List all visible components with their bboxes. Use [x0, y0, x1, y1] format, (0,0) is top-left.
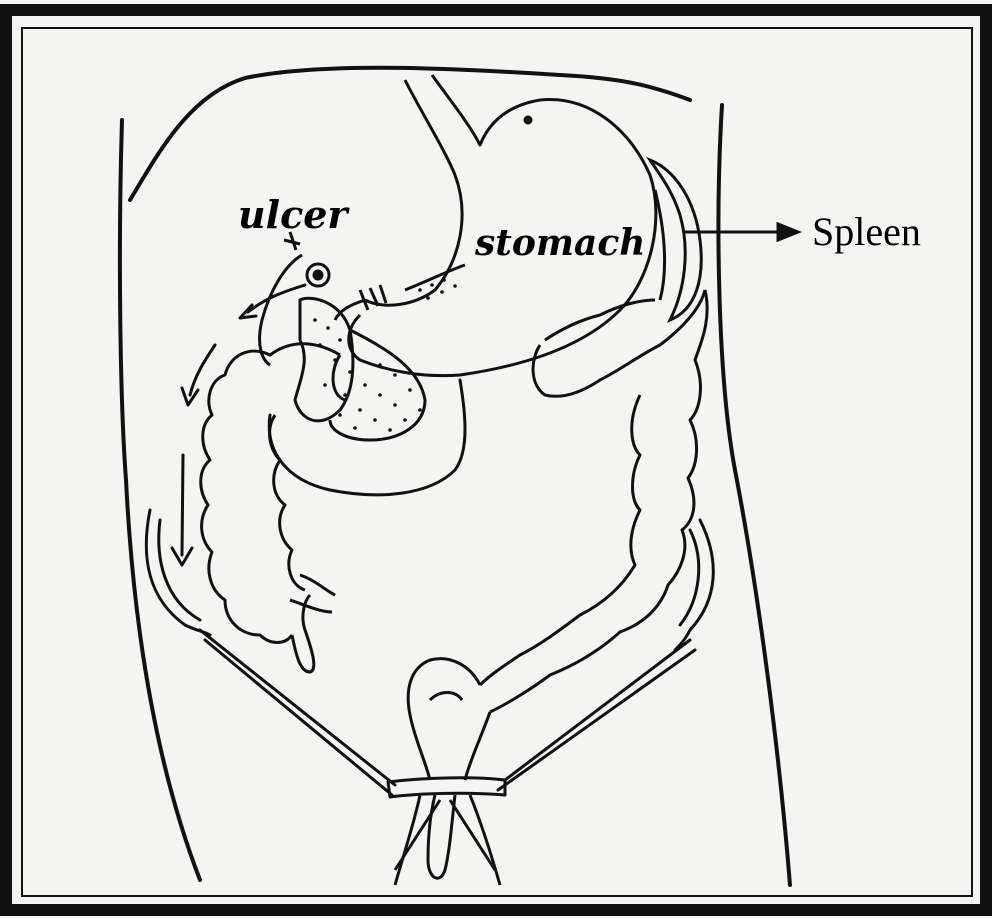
spleen: [650, 160, 701, 320]
pelvic-structure: [388, 778, 505, 885]
label-spleen: Spleen: [812, 209, 921, 254]
flow-arrows: [172, 285, 305, 565]
pancreas: [295, 265, 465, 440]
ascending-colon: [201, 344, 345, 672]
outer-frame: [6, 10, 986, 910]
descending-colon: [480, 290, 707, 712]
label-stomach: stomach: [474, 222, 645, 264]
label-ulcer: ulcer: [238, 192, 350, 237]
sigmoid-rectum: [408, 659, 490, 780]
intestine-inner: [269, 380, 465, 495]
inguinal-lines: [146, 510, 713, 795]
